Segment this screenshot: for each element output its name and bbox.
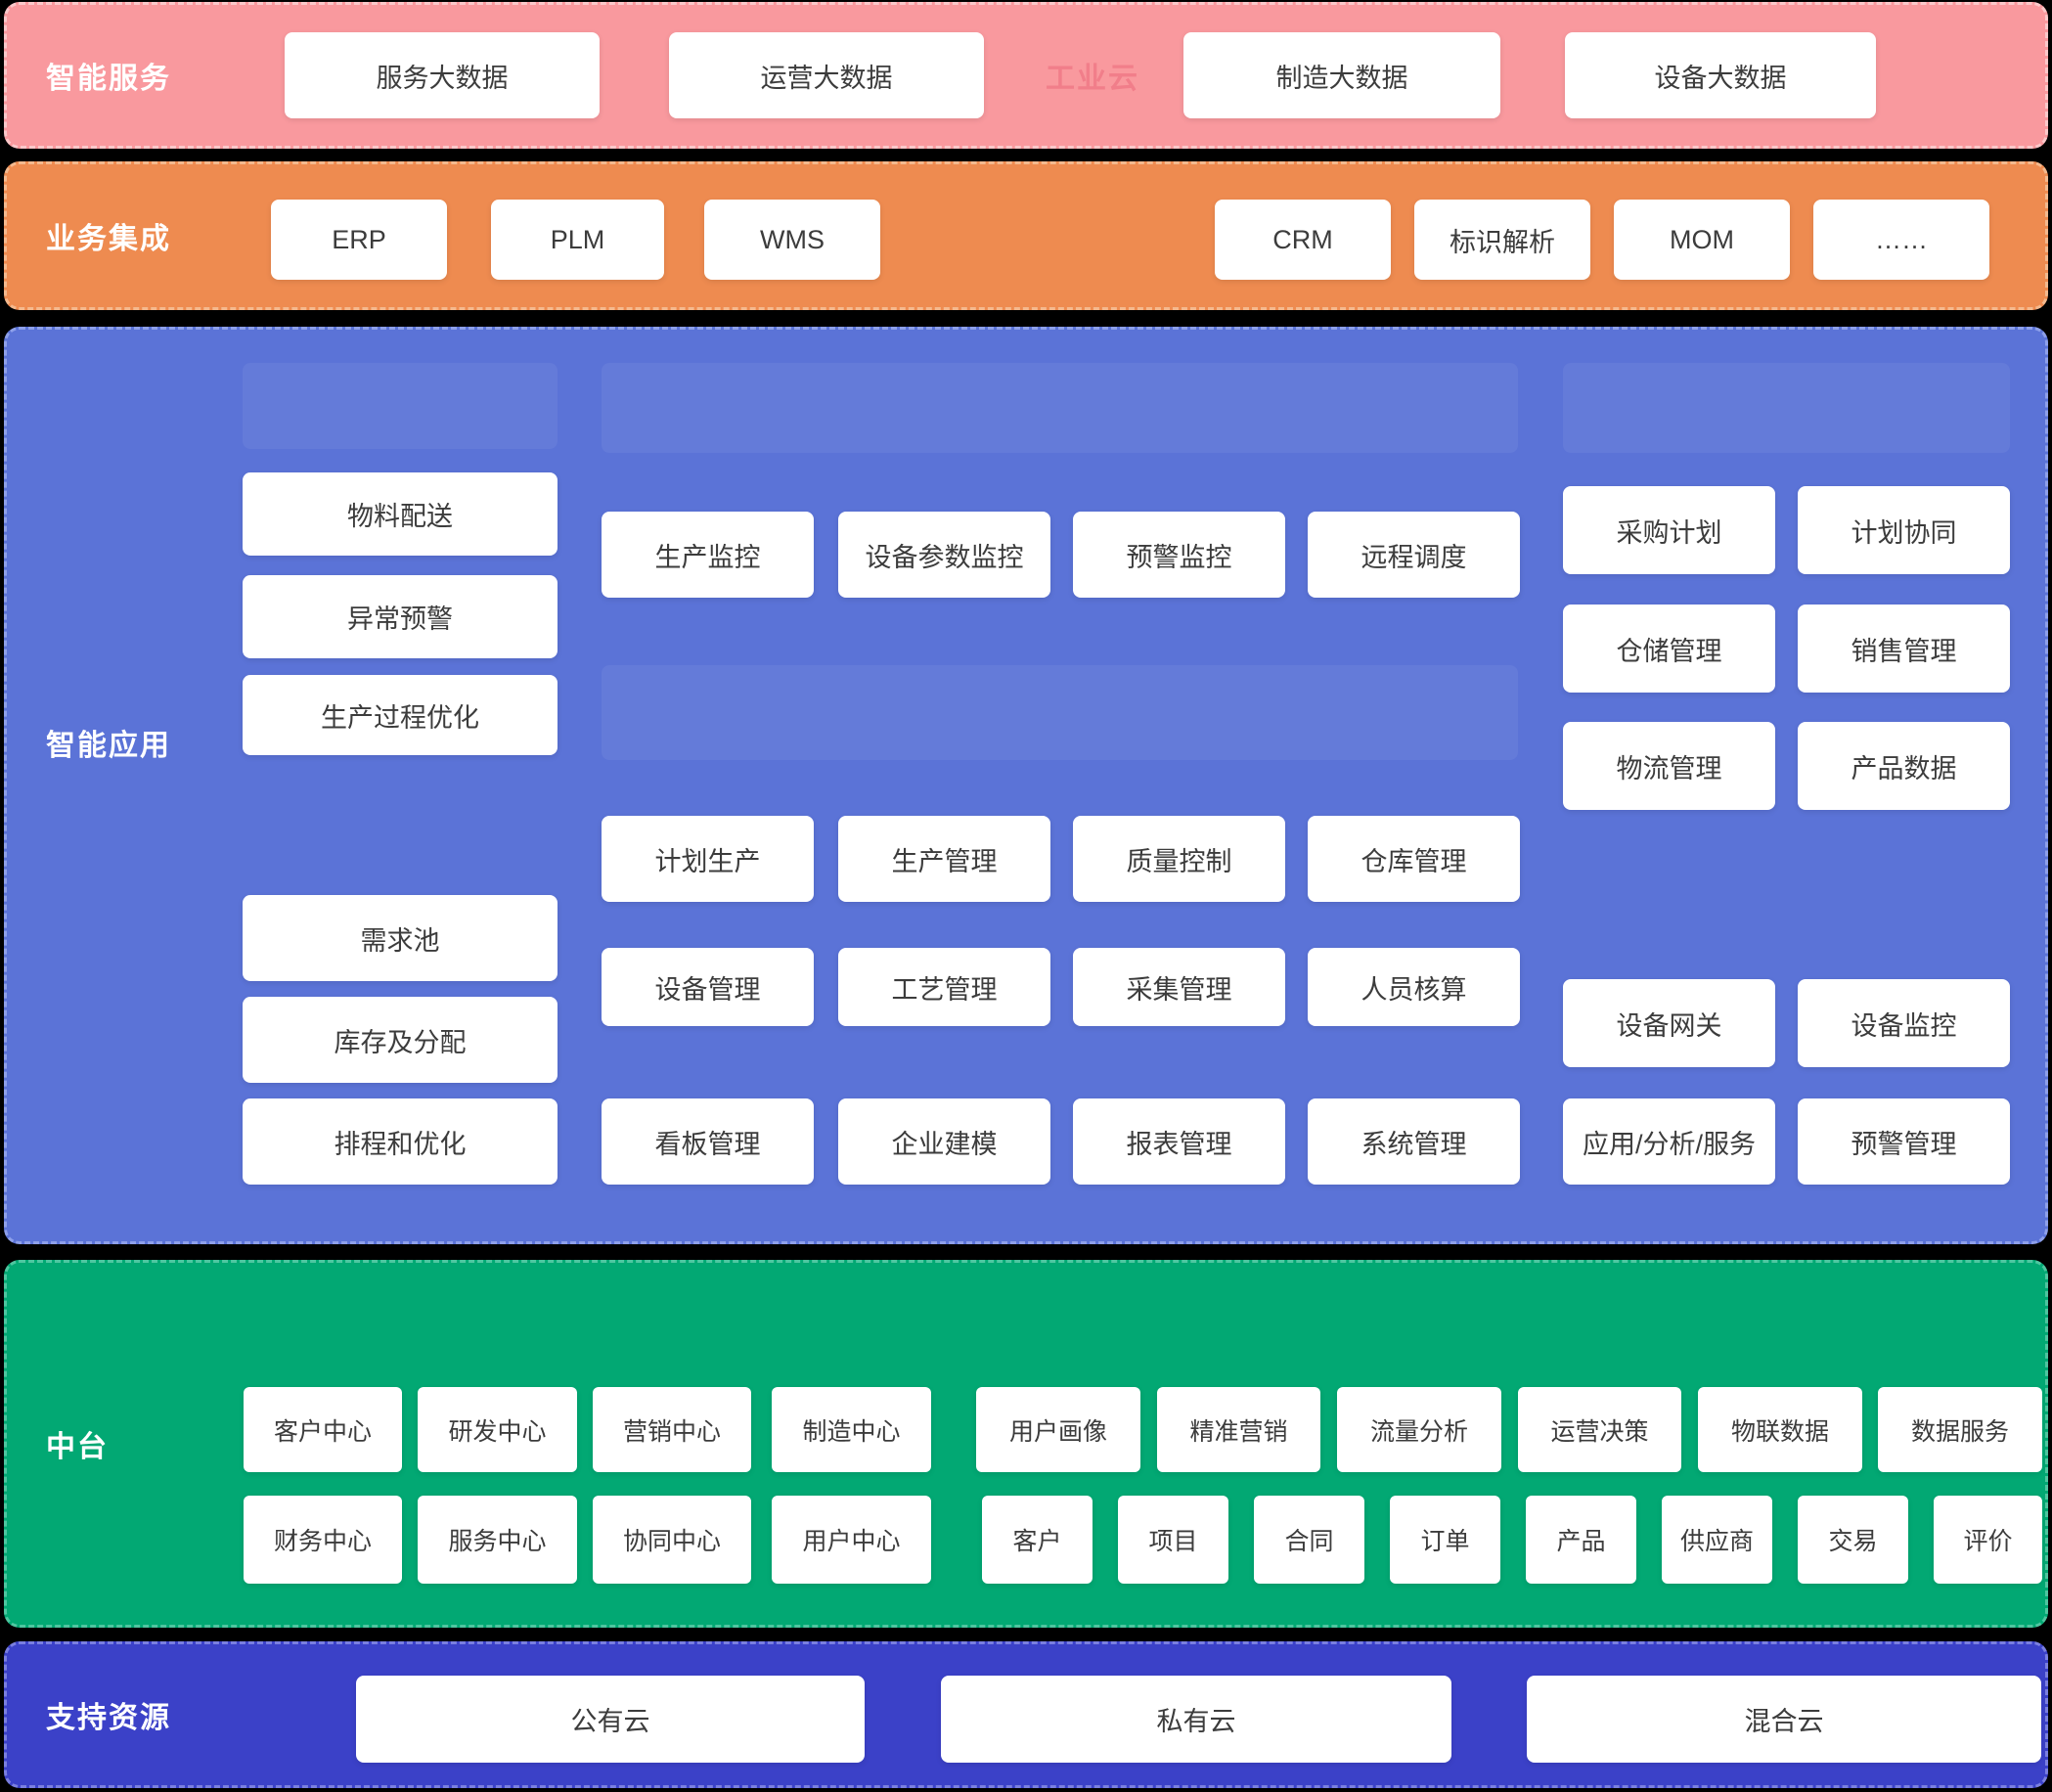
report-management-card: 报表管理 xyxy=(1073,1098,1285,1185)
industrial-cloud-watermark: 工业云 xyxy=(1046,63,1139,95)
procurement-plan-card: 采购计划 xyxy=(1563,486,1775,574)
manufacturing-bigdata-card: 制造大数据 xyxy=(1183,32,1500,118)
transaction-card: 交易 xyxy=(1798,1496,1908,1584)
mom-card: MOM xyxy=(1614,200,1790,280)
collection-management-card: 采集管理 xyxy=(1073,948,1285,1026)
kanban-management-card: 看板管理 xyxy=(602,1098,814,1185)
scheduling-optimization-card: 排程和优化 xyxy=(243,1098,558,1185)
equipment-parameter-monitoring-card: 设备参数监控 xyxy=(838,512,1050,598)
collaboration-center-card: 协同中心 xyxy=(593,1496,751,1584)
user-center-card: 用户中心 xyxy=(772,1496,931,1584)
service-center-card: 服务中心 xyxy=(418,1496,577,1584)
service-bigdata-card: 服务大数据 xyxy=(285,32,600,118)
operation-decision-card: 运营决策 xyxy=(1518,1387,1681,1472)
plan-collaboration-card: 计划协同 xyxy=(1798,486,2010,574)
enterprise-modeling-card: 企业建模 xyxy=(838,1098,1050,1185)
iot-data-card: 物联数据 xyxy=(1698,1387,1862,1472)
system-management-card: 系统管理 xyxy=(1308,1098,1520,1185)
warehousing-management-card: 仓储管理 xyxy=(1563,605,1775,693)
crm-card: CRM xyxy=(1215,200,1391,280)
ghost-panel-mid-center xyxy=(602,665,1518,760)
device-monitoring-card: 设备监控 xyxy=(1798,979,2010,1067)
contract-card: 合同 xyxy=(1254,1496,1364,1584)
customer-card: 客户 xyxy=(982,1496,1093,1584)
inventory-allocation-card: 库存及分配 xyxy=(243,997,558,1083)
wms-card: WMS xyxy=(704,200,880,280)
platform-band-label: 中台 xyxy=(46,1431,109,1463)
production-process-optimization-card: 生产过程优化 xyxy=(243,675,558,755)
precision-marketing-card: 精准营销 xyxy=(1157,1387,1320,1472)
personnel-accounting-card: 人员核算 xyxy=(1308,948,1520,1026)
services-band-label: 智能服务 xyxy=(46,63,171,95)
customer-center-card: 客户中心 xyxy=(244,1387,402,1472)
finance-center-card: 财务中心 xyxy=(244,1496,402,1584)
project-card: 项目 xyxy=(1118,1496,1228,1584)
plm-card: PLM xyxy=(491,200,664,280)
data-service-card: 数据服务 xyxy=(1878,1387,2042,1472)
private-cloud-card: 私有云 xyxy=(941,1676,1451,1763)
logistics-management-card: 物流管理 xyxy=(1563,722,1775,810)
app-analysis-service-card: 应用/分析/服务 xyxy=(1563,1098,1775,1185)
apps-band: 智能应用 物料配送 异常预警 生产过程优化 需求池 库存及分配 排程和优化 生产… xyxy=(4,327,2048,1244)
ghost-panel-mid-top xyxy=(602,363,1518,453)
product-data-card: 产品数据 xyxy=(1798,722,2010,810)
plan-production-card: 计划生产 xyxy=(602,816,814,902)
manufacturing-center-card: 制造中心 xyxy=(772,1387,931,1472)
equipment-bigdata-card: 设备大数据 xyxy=(1565,32,1876,118)
services-band: 智能服务 服务大数据 运营大数据 工业云 制造大数据 设备大数据 xyxy=(4,2,2048,149)
process-management-card: 工艺管理 xyxy=(838,948,1050,1026)
order-card: 订单 xyxy=(1390,1496,1500,1584)
remote-dispatch-card: 远程调度 xyxy=(1308,512,1520,598)
warning-management-card: 预警管理 xyxy=(1798,1098,2010,1185)
warehouse-management-card: 仓库管理 xyxy=(1308,816,1520,902)
resources-band-label: 支持资源 xyxy=(46,1702,171,1734)
user-profile-card: 用户画像 xyxy=(976,1387,1140,1472)
production-monitoring-card: 生产监控 xyxy=(602,512,814,598)
integration-band-label: 业务集成 xyxy=(46,223,171,255)
traffic-analysis-card: 流量分析 xyxy=(1337,1387,1501,1472)
apps-band-label: 智能应用 xyxy=(46,730,171,762)
supplier-card: 供应商 xyxy=(1662,1496,1772,1584)
evaluation-card: 评价 xyxy=(1934,1496,2042,1584)
demand-pool-card: 需求池 xyxy=(243,895,558,981)
identifier-resolution-card: 标识解析 xyxy=(1414,200,1590,280)
erp-card: ERP xyxy=(271,200,447,280)
integration-band: 业务集成 ERP PLM WMS CRM 标识解析 MOM …… xyxy=(4,161,2048,310)
rd-center-card: 研发中心 xyxy=(418,1387,577,1472)
device-gateway-card: 设备网关 xyxy=(1563,979,1775,1067)
operation-bigdata-card: 运营大数据 xyxy=(669,32,984,118)
public-cloud-card: 公有云 xyxy=(356,1676,865,1763)
quality-control-card: 质量控制 xyxy=(1073,816,1285,902)
platform-band: 中台 客户中心 研发中心 营销中心 制造中心 用户画像 精准营销 流量分析 运营… xyxy=(4,1260,2048,1628)
equipment-management-card: 设备管理 xyxy=(602,948,814,1026)
more-systems-card: …… xyxy=(1813,200,1989,280)
sales-management-card: 销售管理 xyxy=(1798,605,2010,693)
hybrid-cloud-card: 混合云 xyxy=(1527,1676,2041,1763)
production-management-card: 生产管理 xyxy=(838,816,1050,902)
material-delivery-card: 物料配送 xyxy=(243,472,558,556)
anomaly-warning-card: 异常预警 xyxy=(243,575,558,658)
product-card: 产品 xyxy=(1526,1496,1636,1584)
ghost-panel-right xyxy=(1563,363,2010,453)
marketing-center-card: 营销中心 xyxy=(593,1387,751,1472)
ghost-panel-left xyxy=(243,363,558,449)
warning-monitoring-card: 预警监控 xyxy=(1073,512,1285,598)
resources-band: 支持资源 公有云 私有云 混合云 xyxy=(4,1641,2048,1788)
